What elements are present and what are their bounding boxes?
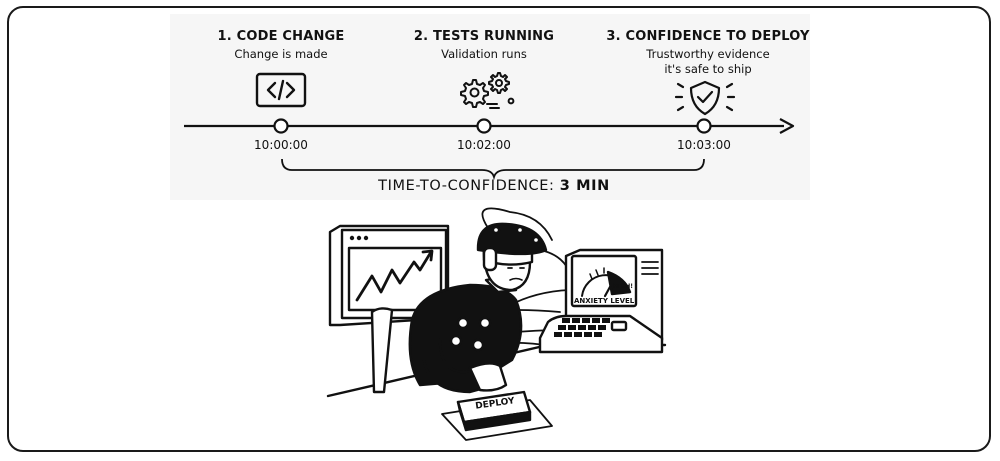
timestamp-2: 10:02:00 (457, 138, 511, 152)
stage-3-desc-line-1: Trustworthy evidence (646, 47, 770, 61)
time-to-confidence-label: TIME-TO-CONFIDENCE: (378, 178, 555, 194)
stage-2-title: 2. TESTS RUNNING (413, 29, 555, 44)
stage-1-title: 1. CODE CHANGE (217, 29, 345, 44)
gears-icon (460, 72, 515, 109)
stage-1-desc-line-1: Change is made (234, 47, 328, 61)
developer-illustration (326, 207, 667, 441)
timestamp-1: 10:00:00 (254, 138, 308, 152)
time-to-confidence: TIME-TO-CONFIDENCE: 3 MIN (334, 178, 654, 194)
stage-3-title: 3. CONFIDENCE TO DEPLOY (606, 29, 810, 44)
milestone-marker-1 (273, 118, 289, 134)
anxiety-level-label: ANXIETY LEVEL (574, 297, 635, 305)
stage-3-desc-line-2: it's safe to ship (664, 62, 752, 76)
shield-check-icon (674, 80, 736, 116)
time-to-confidence-value: 3 MIN (559, 178, 610, 194)
stage-2-desc-line-1: Validation runs (441, 47, 527, 61)
duration-brace (281, 158, 705, 181)
code-icon (255, 72, 307, 108)
stock-chart-monitor (328, 224, 450, 327)
deploy-button (441, 390, 553, 441)
milestone-marker-3 (696, 118, 712, 134)
timeline-arrowhead (779, 118, 795, 134)
timestamp-3: 10:03:00 (677, 138, 731, 152)
keypad (554, 318, 610, 337)
gauge-high-label: HIGH! (613, 283, 633, 290)
milestone-marker-2 (476, 118, 492, 134)
